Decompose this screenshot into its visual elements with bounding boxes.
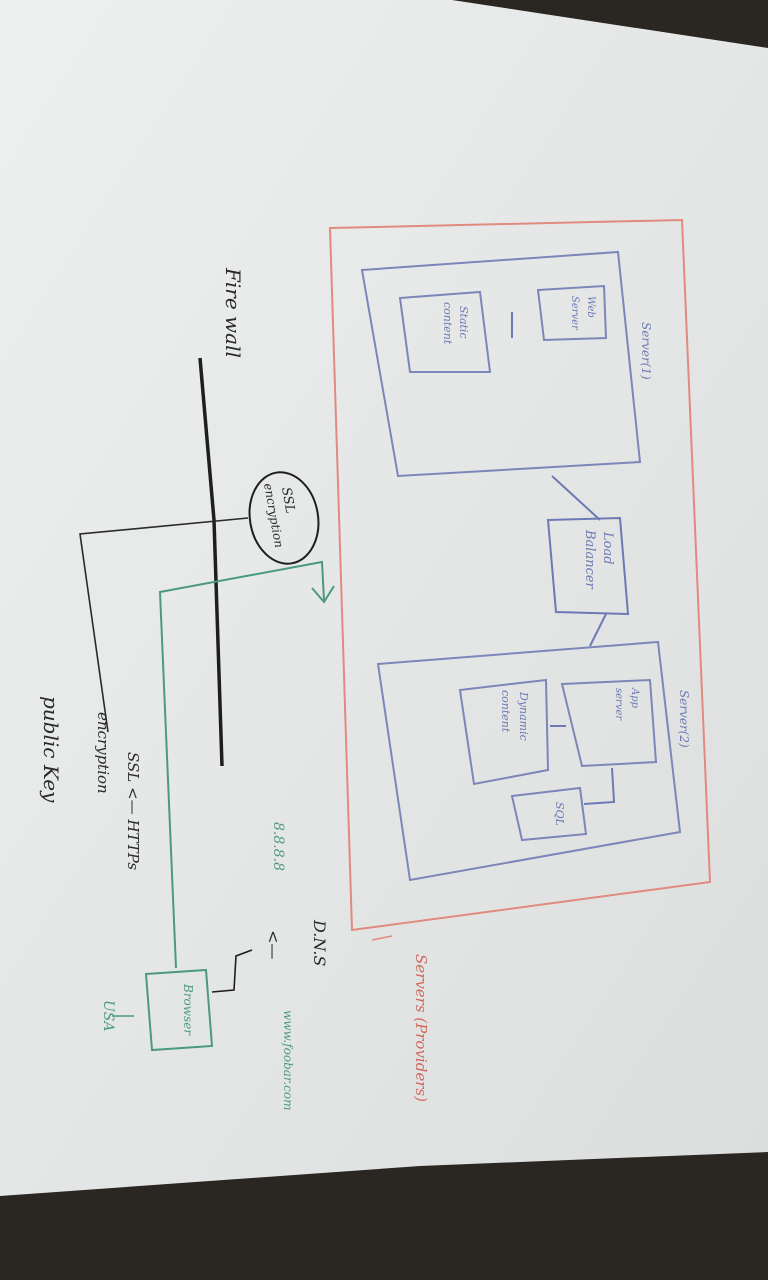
app-server-label-2: server bbox=[613, 688, 624, 721]
dynamic-content-label-2: content bbox=[499, 690, 512, 733]
static-content-label: Static bbox=[457, 306, 470, 339]
servers-outer-box bbox=[328, 218, 712, 932]
servers-note-arrow bbox=[371, 935, 393, 941]
encryption-note-label: encryption bbox=[94, 712, 112, 794]
app-server-box bbox=[560, 678, 658, 768]
dns-label: D.N.S bbox=[310, 919, 329, 966]
ssl-encryption-ellipse bbox=[248, 471, 320, 565]
static-content-box bbox=[398, 290, 492, 373]
load-balancer-box bbox=[546, 516, 630, 616]
app-server-label: App bbox=[629, 687, 640, 709]
dns-arrow-label: <— bbox=[264, 930, 283, 959]
static-content-label-2: content bbox=[441, 302, 454, 345]
dns-connector bbox=[211, 949, 253, 993]
firewall-label: Fire wall bbox=[221, 267, 245, 358]
servers-note-label: Servers (Providers) bbox=[412, 954, 430, 1102]
server1-label: Server(1) bbox=[639, 322, 653, 380]
browser-box bbox=[144, 968, 214, 1052]
web-server-label: Web bbox=[585, 296, 596, 318]
ssl-label: SSL bbox=[278, 486, 297, 514]
server1-box bbox=[360, 250, 642, 478]
user-location-label: USA bbox=[100, 1000, 116, 1032]
app-sql-connector bbox=[583, 767, 616, 805]
public-key-label: public Key bbox=[39, 696, 63, 803]
server2-box bbox=[376, 640, 682, 882]
sql-box bbox=[510, 786, 588, 842]
dynamic-content-box bbox=[458, 678, 550, 786]
web-server-box bbox=[536, 284, 608, 342]
lb-server1-connector bbox=[551, 475, 601, 521]
request-path-green bbox=[158, 560, 325, 969]
firewall-line bbox=[198, 357, 224, 767]
paper-sheet bbox=[0, 0, 768, 1196]
load-balancer-label-2: Balancer bbox=[582, 529, 597, 590]
ssl-bracket-line bbox=[79, 517, 249, 733]
request-arrowhead bbox=[311, 585, 335, 604]
ssl-https-label: SSL <— HTTPs bbox=[124, 752, 142, 870]
browser-label: Browser bbox=[181, 983, 195, 1036]
load-balancer-label: Load bbox=[600, 531, 615, 565]
sql-label: SQL bbox=[553, 802, 566, 826]
server2-label: Server(2) bbox=[677, 690, 691, 748]
lb-server2-connector bbox=[589, 613, 607, 647]
web-server-label-2: Server bbox=[569, 296, 580, 331]
dynamic-content-label: Dynamic bbox=[517, 691, 530, 741]
domain-label: www.foobar.com bbox=[281, 1010, 295, 1111]
dns-ip-label: 8.8.8.8 bbox=[270, 822, 286, 871]
